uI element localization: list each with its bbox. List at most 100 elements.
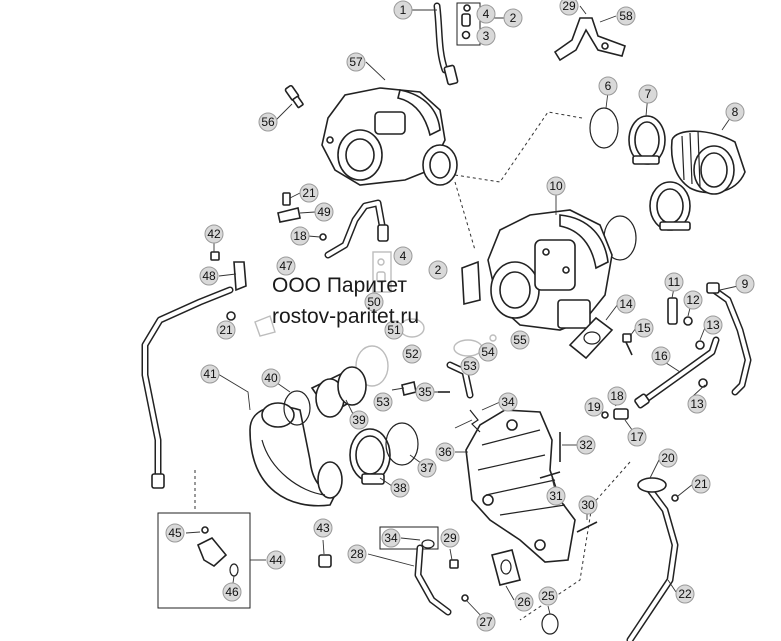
callout-28: 28 <box>347 544 367 564</box>
part-53-clip <box>401 381 417 396</box>
callout-33: 53 <box>460 356 480 376</box>
callout-1: 1 <box>393 0 413 20</box>
part-15-bolt <box>622 333 633 356</box>
svg-text:42: 42 <box>207 227 221 241</box>
part-42-nut <box>210 251 220 261</box>
part-29-bolt-lower <box>449 559 459 569</box>
svg-text:20: 20 <box>661 451 675 465</box>
callout-29-lower: 29 <box>440 528 460 548</box>
part-9-pipe <box>706 282 752 396</box>
svg-text:4: 4 <box>400 249 407 263</box>
svg-text:34: 34 <box>501 395 515 409</box>
part-40-gasket <box>283 390 311 426</box>
svg-text:31: 31 <box>549 489 563 503</box>
svg-text:19: 19 <box>587 400 601 414</box>
svg-text:10: 10 <box>549 179 563 193</box>
svg-text:53: 53 <box>376 395 390 409</box>
part-56-sensor <box>284 84 304 109</box>
callout-18-upper: 18 <box>290 226 310 246</box>
callout-18-lower: 18 <box>607 386 627 406</box>
watermark-company-name: ООО Паритет <box>272 274 408 297</box>
svg-text:18: 18 <box>610 389 624 403</box>
callout-19: 19 <box>584 397 604 417</box>
callout-8: 8 <box>725 102 745 122</box>
svg-text:57: 57 <box>349 55 363 69</box>
callout-47: 47 <box>276 256 296 276</box>
part-10-turbocharger <box>461 209 613 331</box>
callout-58: 58 <box>616 6 636 26</box>
callout-10: 10 <box>546 176 566 196</box>
callout-52: 52 <box>402 344 422 364</box>
callout-29: 29 <box>559 0 579 16</box>
svg-text:3: 3 <box>483 29 490 43</box>
callout-31: 31 <box>546 486 566 506</box>
part-8-bellows-pipe <box>670 130 746 195</box>
callout-38: 38 <box>390 478 410 498</box>
svg-text:44: 44 <box>269 553 283 567</box>
part-39-sleeve <box>310 366 367 418</box>
svg-text:36: 36 <box>438 445 452 459</box>
svg-text:25: 25 <box>541 589 555 603</box>
part-36-housing <box>465 409 576 563</box>
callout-40: 40 <box>261 368 281 388</box>
svg-text:21: 21 <box>302 186 316 200</box>
callout-42: 42 <box>204 224 224 244</box>
part-25-ring <box>541 613 559 635</box>
svg-text:29: 29 <box>562 0 576 13</box>
part-31-bolt <box>539 471 561 479</box>
callout-17: 17 <box>627 427 647 447</box>
svg-text:2: 2 <box>435 263 442 277</box>
svg-text:8: 8 <box>732 105 739 119</box>
svg-text:22: 22 <box>678 587 692 601</box>
callout-34-mid: 34 <box>498 392 518 412</box>
callout-2-ghost: 2 <box>428 260 448 280</box>
callout-20: 20 <box>658 448 678 468</box>
svg-text:58: 58 <box>619 9 633 23</box>
svg-text:53: 53 <box>463 359 477 373</box>
part-47-oil-line <box>324 199 389 259</box>
svg-text:54: 54 <box>481 345 495 359</box>
svg-text:37: 37 <box>420 461 434 475</box>
callout-48: 48 <box>199 266 219 286</box>
svg-text:11: 11 <box>668 275 681 289</box>
callout-43: 43 <box>313 518 333 538</box>
callout-46: 46 <box>222 582 242 602</box>
callout-37: 37 <box>417 458 437 478</box>
part-22-pipe <box>626 477 679 641</box>
svg-text:7: 7 <box>645 87 652 101</box>
svg-text:51: 51 <box>387 323 401 337</box>
callout-4-ghost: 4 <box>393 246 413 266</box>
part-30-bolt <box>576 521 598 533</box>
part-18-bolt <box>319 233 327 241</box>
svg-text:40: 40 <box>264 371 278 385</box>
callout-7-top: 7 <box>638 84 658 104</box>
watermark-website: rostov-paritet.ru <box>272 305 420 328</box>
callout-53: 53 <box>373 392 393 412</box>
svg-text:27: 27 <box>479 615 493 629</box>
svg-text:9: 9 <box>742 277 749 291</box>
callout-9: 9 <box>735 274 755 294</box>
part-1-oil-line <box>433 2 481 86</box>
part-7-lower-clamp <box>649 181 691 231</box>
part-long-oil-feed-pipe <box>141 286 234 489</box>
part-57-turbocharger <box>321 87 458 186</box>
part-7-upper-clamp <box>628 115 666 165</box>
svg-text:18: 18 <box>293 229 307 243</box>
svg-text:34: 34 <box>384 531 398 545</box>
callout-6-top: 6 <box>598 76 618 96</box>
part-37-gasket <box>385 422 419 466</box>
callout-54: 54 <box>478 342 498 362</box>
svg-text:16: 16 <box>654 349 668 363</box>
callout-2: 2 <box>503 8 523 28</box>
callout-21-right: 21 <box>691 474 711 494</box>
part-21-bolt <box>282 192 291 206</box>
part-34-spring <box>469 409 481 433</box>
callout-26: 26 <box>514 592 534 612</box>
svg-text:38: 38 <box>393 481 407 495</box>
callout-39: 39 <box>349 410 369 430</box>
svg-text:50: 50 <box>367 295 381 309</box>
svg-text:52: 52 <box>405 347 419 361</box>
callout-4: 4 <box>476 4 496 24</box>
ghost-parts <box>254 251 497 387</box>
